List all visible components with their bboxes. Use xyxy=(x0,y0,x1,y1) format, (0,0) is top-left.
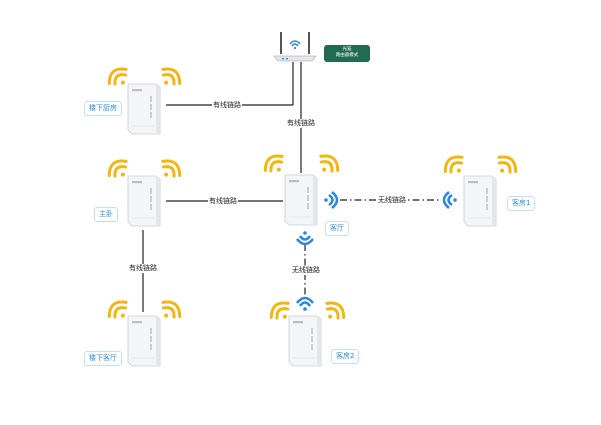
link-label-master-downstairs: 有线链路 xyxy=(128,264,158,273)
room-label-guest-room-1: 客房1 xyxy=(507,196,536,211)
room-label-downstairs-kitchen: 楼下厨房 xyxy=(84,101,122,116)
room-label-guest-room-2: 客房2 xyxy=(331,349,360,364)
wifi-fan-living-left xyxy=(263,154,284,173)
link-label-router-living: 有线链路 xyxy=(286,119,316,128)
wifi-fan-guest1-left xyxy=(443,155,464,174)
wifi-fan-living-right xyxy=(319,154,340,173)
wifi-fan-kitchen-right xyxy=(161,67,182,86)
link-label-master-living: 有线链路 xyxy=(208,197,238,206)
mesh-unit-master-bedroom xyxy=(126,172,162,228)
wifi-fan-guest1-right xyxy=(497,155,518,174)
mesh-unit-guest-room-2 xyxy=(287,312,323,368)
wifi-fan-dliving-right xyxy=(161,300,182,319)
wifi-fan-guest2-right xyxy=(325,301,346,320)
optical-modem-router xyxy=(272,32,318,66)
wifi-fan-master-left xyxy=(107,159,128,178)
link-label-guest1: 无线链路 xyxy=(377,196,407,205)
wireless-icon-guest1-left xyxy=(442,190,457,210)
router-mode-badge: 光猫 路由器模式 xyxy=(324,45,370,62)
wifi-fan-master-right xyxy=(161,159,182,178)
wifi-fan-kitchen-left xyxy=(107,67,128,86)
mesh-unit-living-room xyxy=(283,171,319,227)
router-badge-line1: 光猫 xyxy=(342,47,352,52)
wireless-icon-guest2-up xyxy=(295,296,315,311)
mesh-unit-guest-room-1 xyxy=(462,172,498,228)
wireless-icon-living-right xyxy=(324,190,339,210)
wifi-fan-guest2-left xyxy=(269,301,290,320)
router-badge-line2: 路由器模式 xyxy=(335,53,359,58)
room-label-living-room: 客厅 xyxy=(325,221,349,236)
link-label-kitchen: 有线链路 xyxy=(212,101,242,110)
wifi-fan-dliving-left xyxy=(107,300,128,319)
room-label-master-bedroom: 主卧 xyxy=(94,207,118,222)
mesh-unit-downstairs-living xyxy=(126,312,162,368)
link-label-guest2: 无线链路 xyxy=(291,266,321,275)
wireless-icon-living-down xyxy=(295,231,315,246)
mesh-unit-downstairs-kitchen xyxy=(126,80,162,136)
room-label-downstairs-living: 楼下客厅 xyxy=(84,351,122,366)
